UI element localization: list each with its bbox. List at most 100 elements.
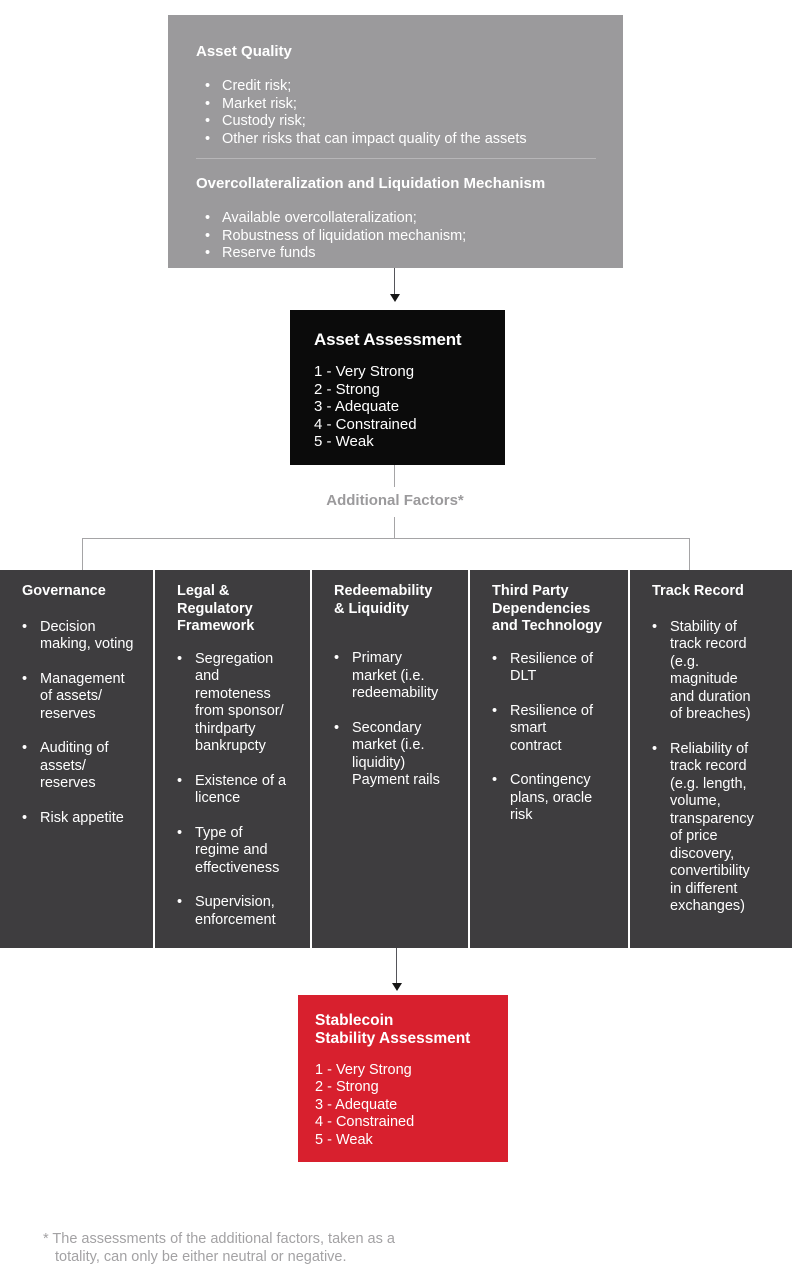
bullet-icon: • [177,894,183,910]
list-item-text: Robustness of liquidation mechanism; [222,227,467,244]
scale-item-text: 1 - Very Strong [315,1062,412,1078]
factor-column-track-record: Track Record •Stability of track record … [630,570,792,948]
bullet-icon: • [177,772,183,789]
bullet-icon: • [205,78,211,94]
bullet-icon: • [492,772,498,788]
scale-item-text: 1 - Very Strong [314,363,415,380]
bullet-icon: • [22,618,28,635]
list-item: • Type of regime and effectiveness [177,825,290,878]
bullet-icon: • [652,740,658,757]
scale-item: 1 - Very Strong [315,1062,496,1079]
scale-item: 1 - Very Strong [314,363,485,381]
scale-item-text: 3 - Adequate [314,398,400,416]
list-item-text: Market risk; [222,95,297,112]
stablecoin-assessment-title: Stablecoin Stability Assessment [315,1012,471,1047]
list-item-text: Type of regime and effectiveness [195,824,280,876]
list-item: • Resilience of smart contract [492,703,597,756]
list-item-text: Other risks that can impact quality of t… [222,130,527,147]
bullet-icon: • [22,670,28,687]
connector-line [396,948,397,984]
list-item-text: Secondary market (i.e. liquidity) Paymen… [352,719,440,789]
bullet-icon: • [177,650,183,667]
list-item-text: Management of assets/ reserves [40,670,125,722]
factor-bullet-list: •Primary market (i.e. redeemability • Seco… [334,650,458,790]
list-item: • Existence of a licence [177,773,290,808]
list-item-text: Credit risk; [222,78,292,94]
list-item: •Decision making, voting [22,619,140,654]
asset-quality-bullet-list: • Credit risk; • Market risk; • Custody risk;… [196,78,596,148]
connector-line [394,517,395,538]
list-item: • Contingency plans, oracle risk [492,772,597,825]
scale-item: 4 - Constrained [315,1114,496,1131]
scale-item: 4 - Constrained [314,416,485,434]
list-item: • Robustness of liquidation mechanism; [196,228,596,246]
overcollateralization-title: Overcollateralization and Liquidation Me… [196,175,546,192]
connector-line [82,538,83,570]
scale-item-text: 4 - Constrained [314,415,417,433]
list-item-text: Segregation and remoteness from sponsor/… [195,650,284,755]
list-item: • Segregation and remoteness from sponsor… [177,651,290,756]
list-item: • Custody risk; [196,113,596,131]
bullet-icon: • [492,650,498,667]
list-item: • Supervision, enforcement [177,894,290,929]
bullet-icon: • [205,130,211,147]
list-item: •Stability of track record (e.g. magnitu… [652,619,759,724]
bullet-icon: • [334,719,340,736]
factor-column-redeemability-liquidity: Redeemability & Liquidity •Primary marke… [312,570,468,948]
scale-item: 5 - Weak [314,433,485,451]
connector-line [689,538,690,570]
factor-column-third-party-technology: Third Party Dependencies and Technology … [470,570,628,948]
asset-quality-box: Asset Quality • Credit risk; • Market risk;… [168,15,623,268]
bullet-icon: • [22,809,28,826]
scale-item: 2 - Strong [314,381,485,399]
scale-item-text: 4 - Constrained [315,1114,415,1131]
list-item-text: Resilience of smart contract [510,702,594,754]
scale-item: 3 - Adequate [315,1097,496,1114]
asset-quality-title: Asset Quality [196,43,292,60]
list-item-text: Supervision, enforcement [195,894,276,928]
connector-line [82,538,690,539]
scale-item-text: 2 - Strong [314,380,380,398]
list-item-text: Custody risk; [222,113,306,129]
list-item-text: Contingency plans, oracle risk [510,772,593,823]
factor-bullet-list: • Stability of track record (e.g. magnitu… [652,619,782,916]
footnote: * The assessments of the additional fact… [43,1230,395,1266]
list-item: •Risk appetite [22,810,140,828]
list-item-text: Existence of a licence [195,772,287,807]
factor-column-legal-regulatory: Legal & Regulatory Framework •Segregatio… [155,570,310,948]
list-item: •Primary market (i.e. redeemability [334,650,442,703]
factor-bullet-list: •Decision making, voting•Management of a… [22,619,143,828]
list-item-text: Auditing of assets/ reserves [40,740,109,791]
bullet-icon: • [205,210,211,226]
list-item: • Other risks that can impact quality of … [196,131,596,149]
list-item-text: Stability of track record (e.g. magnitud… [670,618,751,723]
factor-column-governance: Governance •Decision making, voting•Mana… [0,570,153,948]
scale-item-text: 5 - Weak [314,433,374,451]
list-item-text: Available overcollateralization; [222,210,417,226]
factor-bullet-list: •Resilience of DLT•Resilience of smart c… [492,651,618,825]
bullet-icon: • [177,824,183,841]
factor-column-title: Governance [22,583,106,599]
list-item: •Resilience of DLT [492,651,597,686]
overcollateralization-bullet-list: • Available overcollateralization; • Robust… [196,210,596,263]
connector-line [394,268,395,295]
scale-item-text: 2 - Strong [315,1079,379,1096]
bullet-icon: • [205,113,211,129]
factor-column-title: Redeemability & Liquidity [334,583,433,617]
list-item-text: Reliability of track record (e.g. length… [670,740,754,915]
factor-column-title: Third Party Dependencies and Technology [492,583,603,634]
bullet-icon: • [492,702,498,719]
arrow-down-icon [392,983,402,991]
list-item: • Secondary market (i.e. liquidity) Payme… [334,720,442,790]
list-item-text: Reserve funds [222,245,316,261]
bullet-icon: • [205,227,211,244]
factor-bullet-list: • Segregation and remoteness from sponsor… [177,651,300,930]
list-item: • Available overcollateralization; [196,210,596,228]
stablecoin-stability-assessment-box: Stablecoin Stability Assessment 1 - Very… [298,995,508,1162]
section-divider [196,158,596,159]
bullet-icon: • [205,245,211,261]
scale-item-text: 5 - Weak [315,1131,373,1148]
